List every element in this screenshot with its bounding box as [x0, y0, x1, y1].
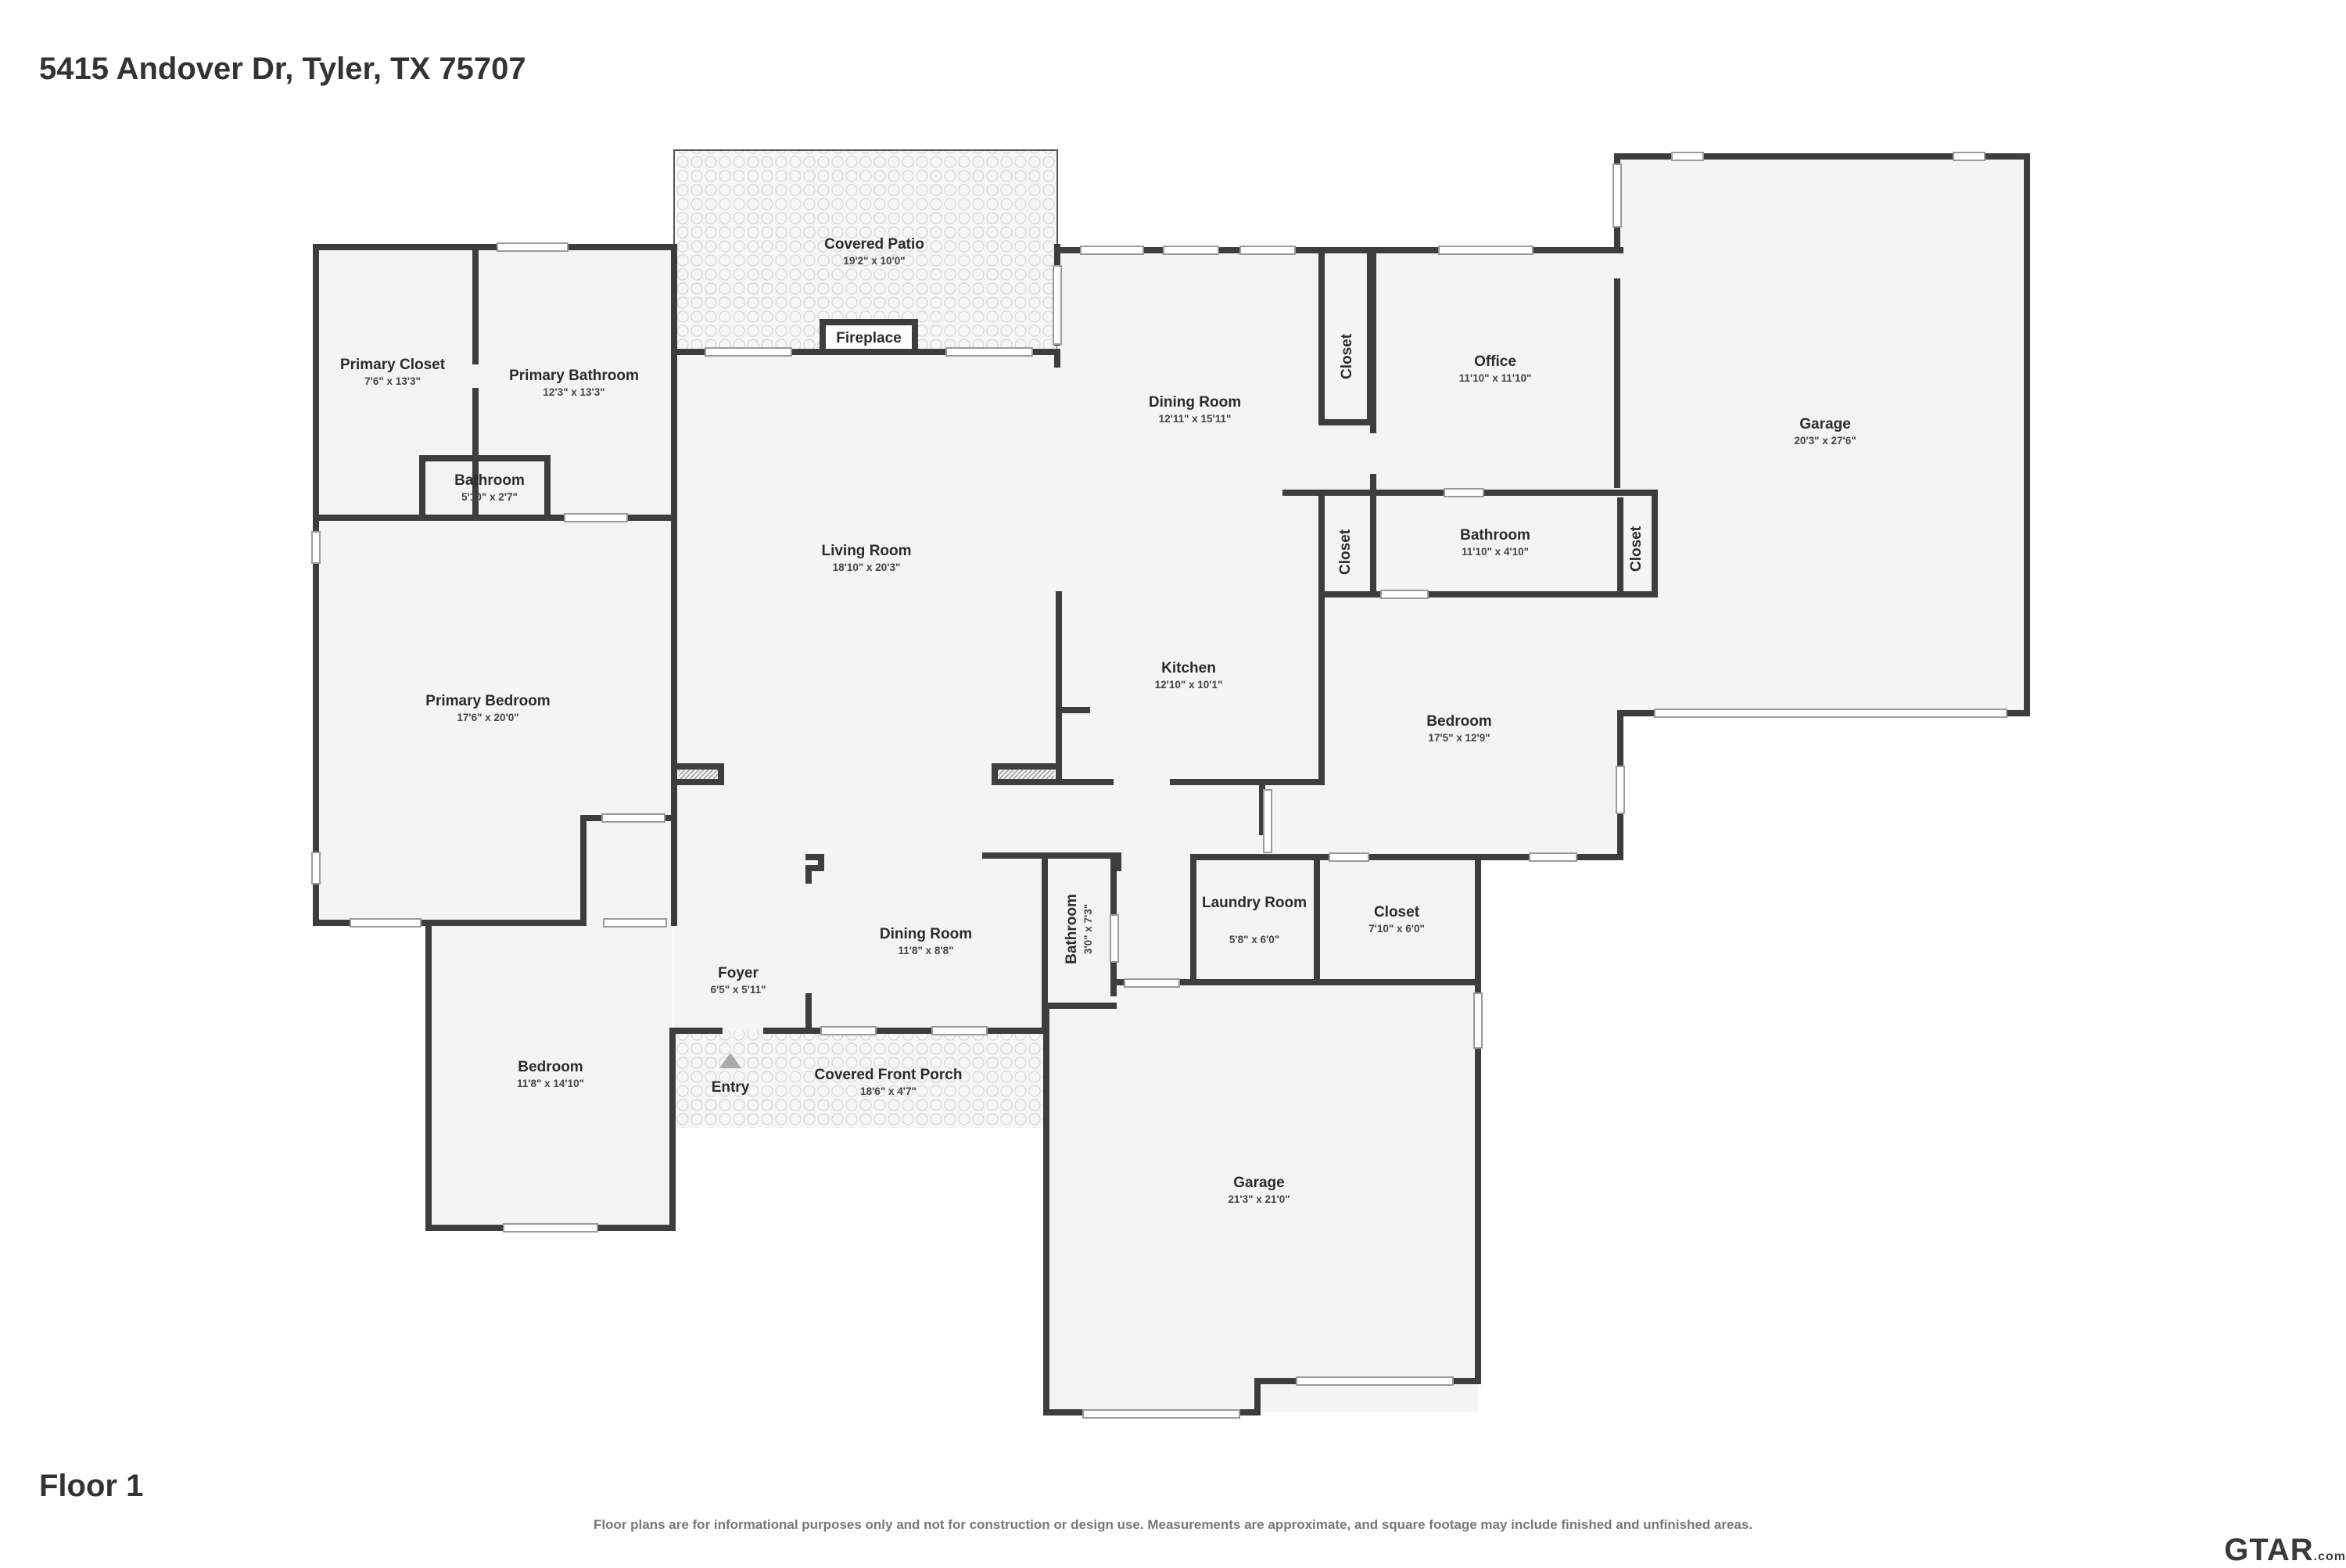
room-dims-primary-bedroom: 17'6" x 20'0" — [457, 712, 518, 723]
room-name-dining-room-1: Dining Room — [1149, 394, 1241, 411]
room-name-covered-front-porch: Covered Front Porch — [815, 1067, 963, 1083]
room-dims-primary-closet: 7'6" x 13'3" — [364, 375, 421, 387]
windows — [311, 152, 2007, 1419]
room-name-foyer: Foyer — [718, 965, 759, 981]
gtar-logo: GTAR.com — [2224, 1533, 2346, 1568]
room-name-closet-3: Closet — [1628, 526, 1645, 572]
room-dims-living-room: 18'10" x 20'3" — [833, 562, 901, 573]
room-name-fireplace: Fireplace — [836, 330, 901, 346]
room-name-bathroom-2: Bathroom — [1460, 527, 1530, 544]
room-dims-closet-4: 7'10" x 6'0" — [1368, 923, 1425, 935]
floor-label: Floor 1 — [39, 1469, 144, 1503]
room-name-bathroom-small: Bathroom — [454, 472, 525, 489]
room-dims-kitchen: 12'10" x 10'1" — [1155, 679, 1223, 691]
room-dims-garage-1: 20'3" x 27'6" — [1794, 435, 1856, 447]
room-name-office: Office — [1474, 353, 1516, 370]
room-dims-foyer: 6'5" x 5'11" — [710, 984, 766, 996]
room-dims-bathroom-3: 3'0" x 7'3" — [1082, 904, 1094, 954]
room-name-garage-1: Garage — [1799, 416, 1850, 432]
room-dims-laundry-room: 5'8" x 6'0" — [1229, 934, 1279, 945]
room-name-kitchen: Kitchen — [1161, 660, 1216, 676]
room-name-closet-1: Closet — [1339, 333, 1355, 379]
property-address: 5415 Andover Dr, Tyler, TX 75707 — [39, 52, 526, 86]
room-dims-dining-room-2: 11'8" x 8'8" — [898, 945, 953, 956]
room-name-primary-closet: Primary Closet — [340, 357, 446, 373]
disclaimer-text: Floor plans are for informational purpos… — [593, 1517, 1753, 1532]
room-name-covered-patio: Covered Patio — [824, 236, 924, 253]
room-name-bedroom-1: Bedroom — [1426, 713, 1491, 730]
room-name-entry: Entry — [712, 1079, 750, 1096]
room-dims-covered-patio: 19'2" x 10'0" — [843, 255, 905, 267]
counter-hatch-right — [998, 770, 1054, 779]
room-name-laundry-room: Laundry Room — [1202, 895, 1307, 911]
room-name-living-room: Living Room — [821, 543, 911, 559]
room-dims-bathroom-small: 5'10" x 2'7" — [461, 491, 518, 503]
entry-arrow-icon — [719, 1053, 741, 1068]
room-dims-primary-bathroom: 12'3" x 13'3" — [543, 386, 604, 398]
logo-text: GTAR — [2224, 1533, 2314, 1567]
room-name-closet-4: Closet — [1374, 904, 1420, 920]
room-labels: Covered Patio 19'2" x 10'0" Fireplace Pr… — [340, 236, 1856, 1205]
room-dims-bedroom-2: 11'8" x 14'10" — [517, 1078, 584, 1089]
room-dims-dining-room-1: 12'11" x 15'11" — [1159, 413, 1232, 425]
room-name-bathroom-3: Bathroom — [1064, 894, 1080, 964]
room-dims-bathroom-2: 11'10" x 4'10" — [1462, 546, 1529, 558]
room-name-primary-bathroom: Primary Bathroom — [509, 368, 639, 384]
room-name-dining-room-2: Dining Room — [880, 926, 972, 942]
room-dims-garage-2: 21'3" x 21'0" — [1228, 1193, 1290, 1205]
room-name-primary-bedroom: Primary Bedroom — [425, 693, 550, 709]
room-dims-covered-front-porch: 18'6" x 4'7" — [860, 1085, 917, 1097]
room-dims-bedroom-1: 17'5" x 12'9" — [1428, 732, 1490, 744]
counter-hatch-left — [679, 770, 718, 779]
room-name-bedroom-2: Bedroom — [518, 1059, 583, 1075]
room-dims-office: 11'10" x 11'10" — [1459, 372, 1532, 384]
room-name-garage-2: Garage — [1233, 1175, 1284, 1191]
room-name-closet-2: Closet — [1337, 529, 1354, 575]
floor-fills — [316, 149, 2027, 1412]
logo-suffix: .com — [2313, 1550, 2346, 1563]
